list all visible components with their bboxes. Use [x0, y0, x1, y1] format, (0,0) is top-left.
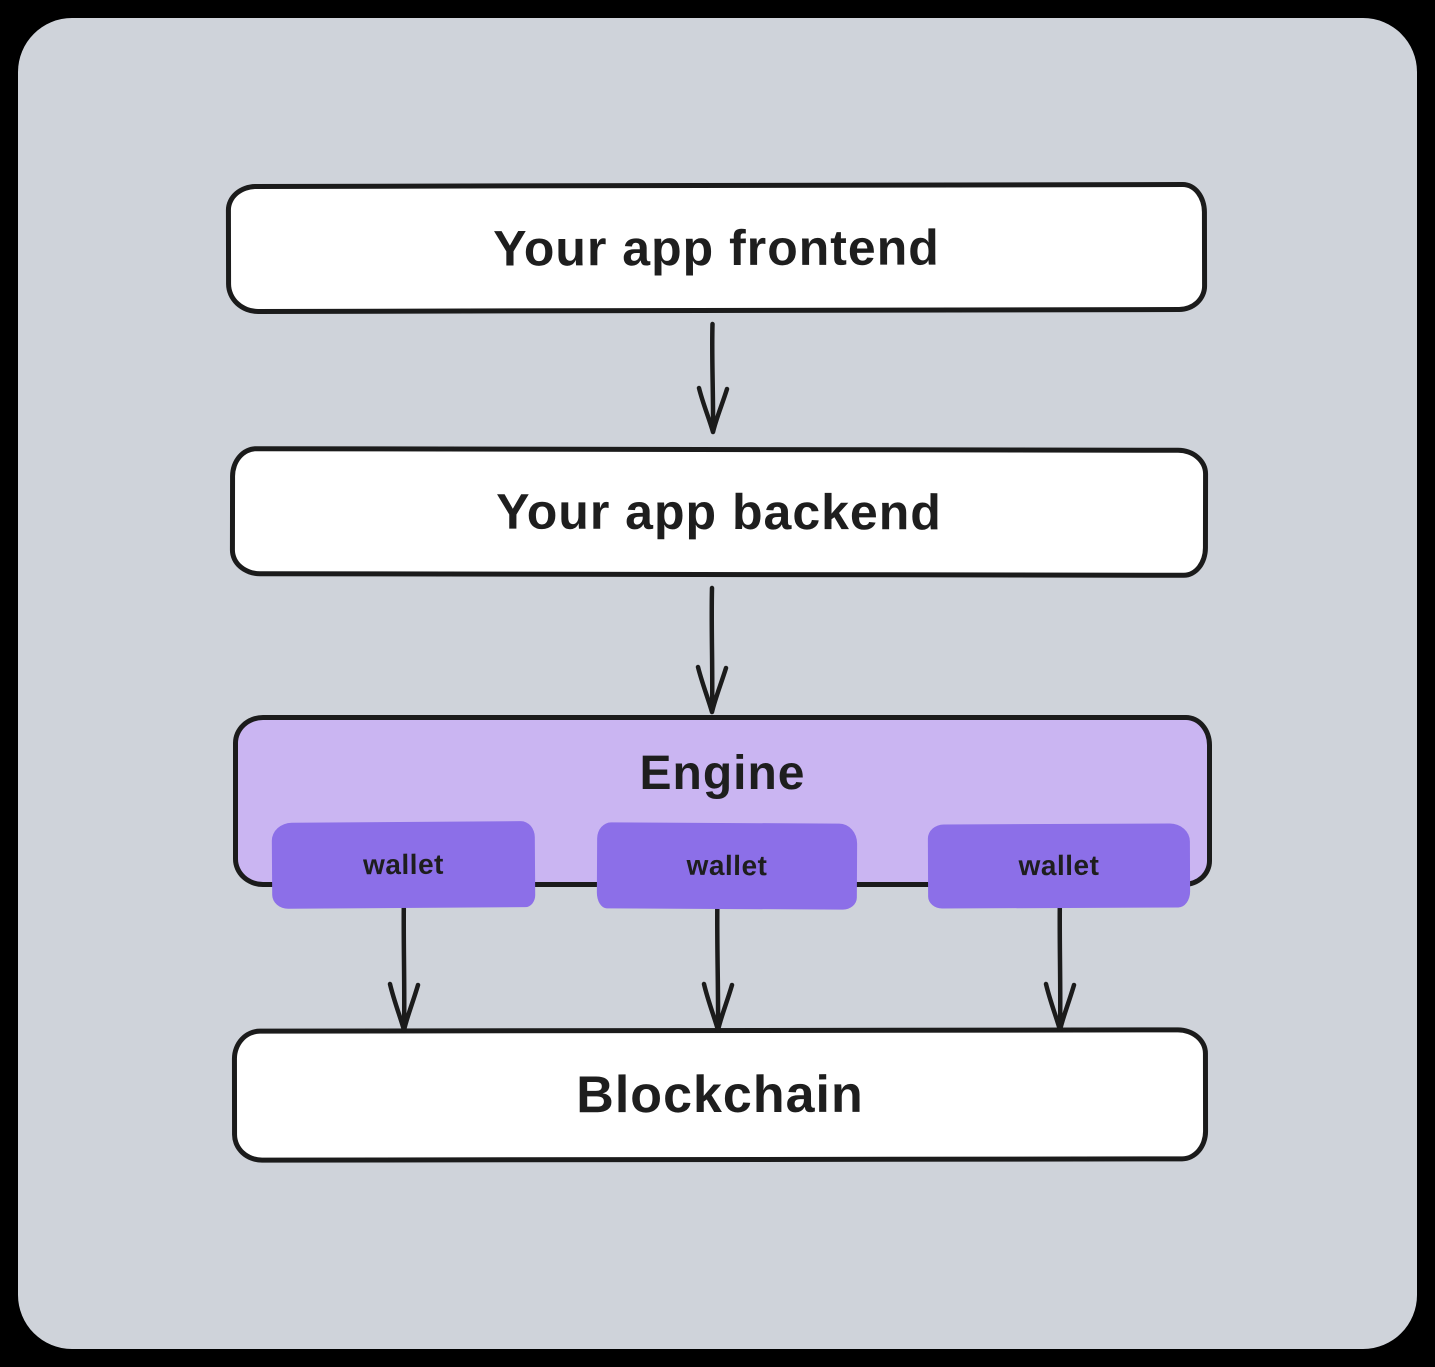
arrow-frontend-to-backend[interactable] — [691, 321, 735, 436]
node-frontend[interactable]: Your app frontend — [225, 181, 1208, 315]
arrow-wallet-3-to-blockchain[interactable] — [1038, 890, 1082, 1034]
arrow-backend-to-engine[interactable] — [690, 585, 734, 716]
node-wallet-1-label: wallet — [362, 848, 445, 881]
node-frontend-label: Your app frontend — [493, 219, 940, 277]
node-wallet-3[interactable]: wallet — [927, 823, 1191, 909]
node-backend-label: Your app backend — [496, 483, 942, 541]
node-engine-label: Engine — [639, 747, 806, 800]
node-wallet-2[interactable]: wallet — [596, 822, 858, 910]
arrow-wallet-2-to-blockchain[interactable] — [696, 890, 740, 1034]
node-wallet-2-label: wallet — [686, 849, 768, 882]
arrow-wallet-1-to-blockchain[interactable] — [382, 890, 426, 1034]
node-blockchain[interactable]: Blockchain — [231, 1027, 1209, 1163]
diagram-board: Your app frontend Your app backend Engin… — [18, 18, 1417, 1349]
node-wallet-1[interactable]: wallet — [271, 821, 536, 909]
node-blockchain-label: Blockchain — [576, 1065, 864, 1125]
node-backend[interactable]: Your app backend — [229, 446, 1209, 578]
node-wallet-3-label: wallet — [1018, 849, 1100, 882]
